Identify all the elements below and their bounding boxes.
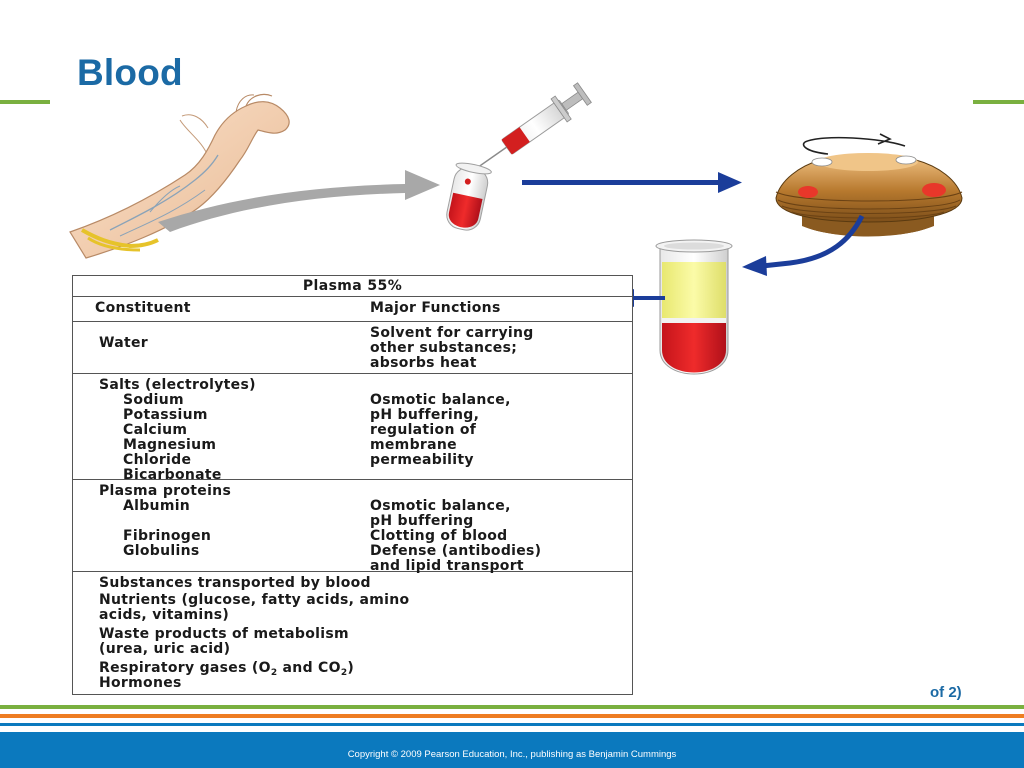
transported-line: acids, vitamins): [99, 607, 230, 623]
protein-item: Fibrinogen: [123, 528, 212, 544]
column-major-functions: Major Functions: [370, 300, 501, 316]
table-header: Plasma 55%: [73, 276, 632, 297]
function-line: other substances;: [370, 340, 518, 356]
title-rule-right: [973, 100, 1024, 104]
transported-line: (urea, uric acid): [99, 641, 231, 657]
separated-tube-icon: [655, 239, 733, 375]
salt-item: Bicarbonate: [123, 467, 222, 483]
column-constituent: Constituent: [95, 300, 191, 316]
transported-line: Nutrients (glucose, fatty acids, amino: [99, 592, 410, 608]
arrow-tube-to-centrifuge: [522, 172, 742, 193]
salt-item: Calcium: [123, 422, 188, 438]
protein-item: Albumin: [123, 498, 191, 514]
slide-title: Blood: [77, 52, 183, 93]
table-row-water: Water Solvent for carrying other substan…: [73, 322, 632, 374]
function-line: and lipid transport: [370, 558, 524, 574]
salt-item: Potassium: [123, 407, 208, 423]
salt-item: Sodium: [123, 392, 184, 408]
function-line: pH buffering,: [370, 407, 480, 423]
table-row-proteins: Plasma proteins Albumin Osmotic balance,…: [73, 480, 632, 574]
function-line: regulation of: [370, 422, 477, 438]
footer-stripe-blue: [0, 723, 1024, 726]
title-rule-left: [0, 100, 50, 104]
constituent-water: Water: [99, 335, 148, 351]
figure-caption: of 2): [930, 684, 962, 701]
arrow-centrifuge-to-tube: [742, 214, 865, 276]
salt-item: Magnesium: [123, 437, 217, 453]
footer-stripe-orange: [0, 714, 1024, 718]
function-line: permeability: [370, 452, 474, 468]
footer-copyright: Copyright © 2009 Pearson Education, Inc.…: [347, 749, 677, 760]
centrifuge-icon: [775, 133, 963, 237]
table-row-transported: Substances transported by blood Nutrient…: [73, 572, 632, 692]
table-column-headers: Constituent Major Functions: [73, 297, 632, 322]
function-line: Osmotic balance,: [370, 392, 511, 408]
function-line: membrane: [370, 437, 457, 453]
transported-line-respiratory: Respiratory gases (O2 and CO2): [99, 660, 355, 679]
transported-heading: Substances transported by blood: [99, 575, 371, 591]
function-line: Solvent for carrying: [370, 325, 534, 341]
function-line: absorbs heat: [370, 355, 477, 371]
constituent-proteins: Plasma proteins: [99, 483, 232, 499]
constituent-salts: Salts (electrolytes): [99, 377, 256, 393]
transported-line: Waste products of metabolism: [99, 626, 349, 642]
arrow-arm-to-tube: [158, 170, 440, 232]
function-line: Clotting of blood: [370, 528, 508, 544]
transported-line: Hormones: [99, 675, 182, 691]
plasma-table: Plasma 55% Constituent Major Functions W…: [72, 275, 633, 695]
function-line: Osmotic balance,: [370, 498, 511, 514]
function-line: Defense (antibodies): [370, 543, 542, 559]
arm-icon: [69, 93, 290, 259]
function-line: pH buffering: [370, 513, 474, 529]
protein-item: Globulins: [123, 543, 200, 559]
footer-bar: [0, 732, 1024, 768]
salt-item: Chloride: [123, 452, 192, 468]
blood-tube-icon: [446, 162, 492, 231]
footer-stripe-green: [0, 705, 1024, 709]
table-row-salts: Salts (electrolytes) Sodium Potassium Ca…: [73, 374, 632, 483]
